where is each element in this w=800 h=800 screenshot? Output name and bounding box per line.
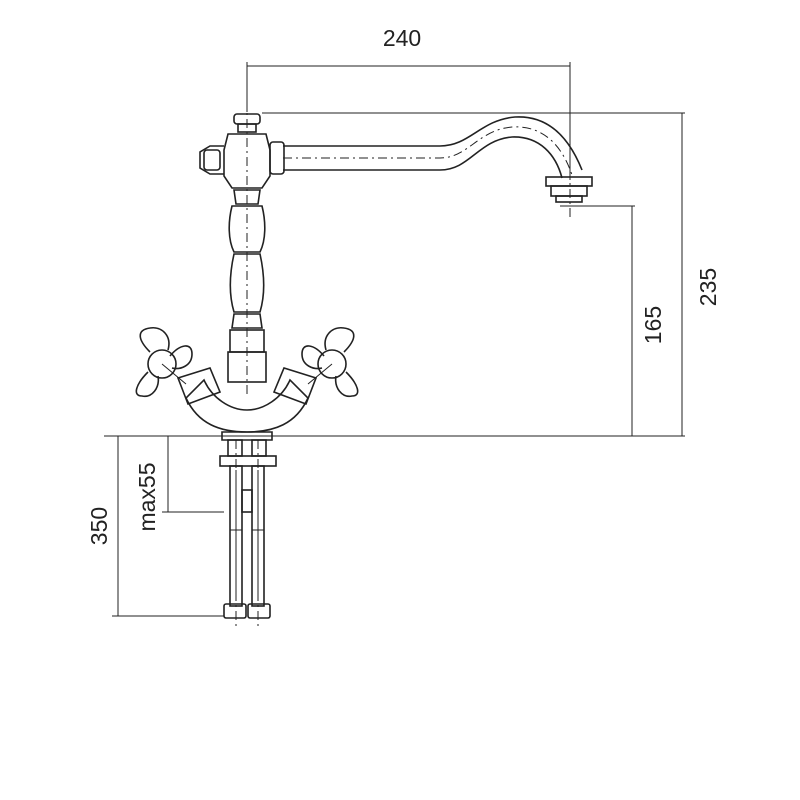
faucet-body [199,100,271,395]
dimension-spout-reach: 240 [246,25,571,180]
dimension-pipe-length: 350 [86,436,224,617]
cross-handle-left-icon [135,326,193,398]
spout-reach-label: 240 [383,25,421,51]
pipe-length-label: 350 [86,507,112,545]
max-deck-thickness-label: max55 [134,462,160,531]
spout [269,116,593,220]
outlet-height-label: 165 [640,306,666,344]
cross-handle-right-icon [301,326,359,398]
dimension-total-height: 235 [262,112,721,436]
total-height-label: 235 [695,268,721,306]
mixer-base [176,367,318,441]
dimension-outlet-height: 165 [560,205,666,436]
supply-hoses [219,439,277,628]
dimension-max-deck-thickness: max55 [134,436,224,532]
